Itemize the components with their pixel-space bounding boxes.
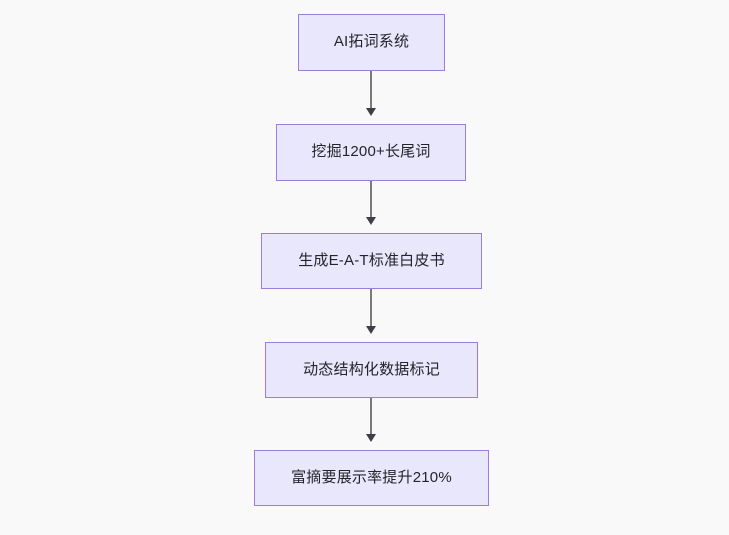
flow-node-label: 挖掘1200+长尾词	[311, 143, 431, 161]
flow-node-mine-longtail-keywords[interactable]: 挖掘1200+长尾词	[276, 124, 466, 181]
flow-node-ai-keyword-system[interactable]: AI拓词系统	[298, 14, 445, 71]
arrowhead-icon	[366, 434, 376, 442]
flow-node-rich-snippet-rate-increase[interactable]: 富摘要展示率提升210%	[254, 450, 489, 506]
arrowhead-icon	[366, 217, 376, 225]
flow-node-label: 动态结构化数据标记	[303, 360, 440, 378]
flow-node-label: 富摘要展示率提升210%	[291, 468, 452, 486]
connector-line	[370, 71, 372, 108]
connector-line	[370, 398, 372, 434]
flow-node-dynamic-structured-data-markup[interactable]: 动态结构化数据标记	[265, 342, 478, 398]
arrowhead-icon	[366, 326, 376, 334]
flow-node-generate-eat-whitepaper[interactable]: 生成E-A-T标准白皮书	[261, 233, 482, 289]
flow-node-label: AI拓词系统	[333, 33, 410, 51]
connector-line	[370, 289, 372, 326]
connector-line	[370, 181, 372, 217]
arrowhead-icon	[366, 108, 376, 116]
flow-node-label: 生成E-A-T标准白皮书	[298, 251, 445, 269]
